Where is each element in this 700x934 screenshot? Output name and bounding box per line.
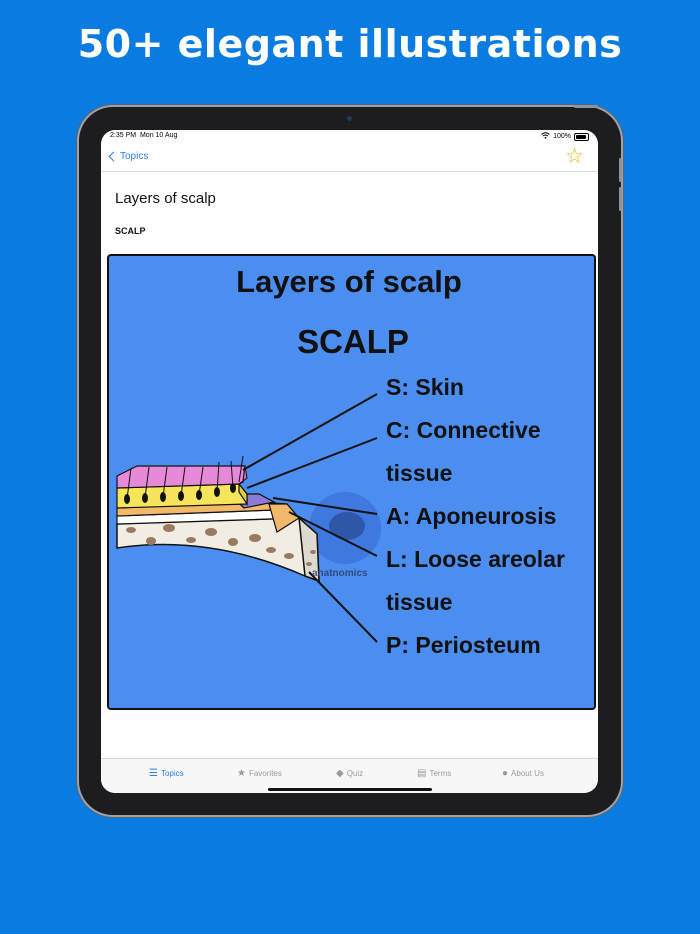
battery-icon (574, 132, 589, 141)
label-loose-areolar-tissue: tissue (386, 589, 453, 615)
tab-favorites[interactable]: ★ Favorites (237, 768, 282, 779)
back-button[interactable]: Topics (107, 151, 148, 162)
figure-title: Layers of scalp (236, 264, 462, 299)
scalp-layers-diagram (116, 393, 381, 643)
document-icon: ▤ (417, 768, 427, 779)
label-periosteum: P: Periosteum (386, 632, 541, 658)
watermark-logo: anatnomics (312, 568, 368, 579)
status-bar: 2:35 PM Mon 10 Aug 100% (101, 130, 598, 144)
back-button-label: Topics (120, 151, 149, 162)
status-time: 2:35 PM (110, 132, 137, 139)
status-right: 100% (541, 132, 589, 141)
favorite-star-icon[interactable]: ☆ (565, 145, 584, 168)
tab-terms[interactable]: ▤ Terms (417, 768, 451, 779)
star-icon: ★ (237, 768, 246, 779)
quiz-icon: ◆ (336, 768, 344, 779)
list-icon: ☰ (149, 768, 158, 779)
battery-percent: 100% (553, 133, 571, 140)
label-connective-tissue: tissue (386, 460, 453, 486)
label-loose-areolar: L: Loose areolar (386, 546, 565, 572)
tab-favorites-label: Favorites (248, 769, 282, 778)
page-title: Layers of scalp (115, 190, 216, 207)
tab-quiz[interactable]: ◆ Quiz (336, 768, 363, 779)
tab-bar: ☰ Topics ★ Favorites ◆ Quiz ▤ Terms ● Ab… (101, 758, 598, 793)
home-indicator[interactable] (268, 788, 432, 791)
person-icon: ● (502, 768, 509, 779)
page-subtitle: SCALP (115, 226, 146, 236)
status-time-date: 2:35 PM Mon 10 Aug (110, 132, 177, 139)
tab-terms-label: Terms (429, 769, 452, 778)
label-skin: S: Skin (386, 374, 464, 400)
tab-topics-label: Topics (160, 769, 184, 778)
status-date: Mon 10 Aug (139, 132, 178, 139)
tab-about-us[interactable]: ● About Us (502, 768, 544, 779)
tab-topics[interactable]: ☰ Topics (149, 768, 184, 779)
chevron-left-icon (108, 151, 119, 162)
app-screen: 2:35 PM Mon 10 Aug 100% Topics ☆ Layers … (101, 130, 598, 793)
label-aponeurosis: A: Aponeurosis (386, 503, 557, 529)
marketing-headline: 50+ elegant illustrations (77, 22, 623, 66)
label-connective: C: Connective (386, 417, 541, 443)
scalp-illustration[interactable]: Layers of scalp SCALP (107, 254, 596, 710)
power-button (574, 105, 598, 108)
volume-up-button (619, 158, 622, 182)
wifi-icon (541, 132, 550, 141)
tab-quiz-label: Quiz (346, 769, 364, 778)
tab-about-us-label: About Us (511, 769, 544, 778)
volume-down-button (619, 187, 622, 211)
navigation-bar: Topics ☆ (101, 144, 598, 172)
front-camera (347, 116, 352, 121)
figure-subtitle: SCALP (297, 323, 409, 360)
